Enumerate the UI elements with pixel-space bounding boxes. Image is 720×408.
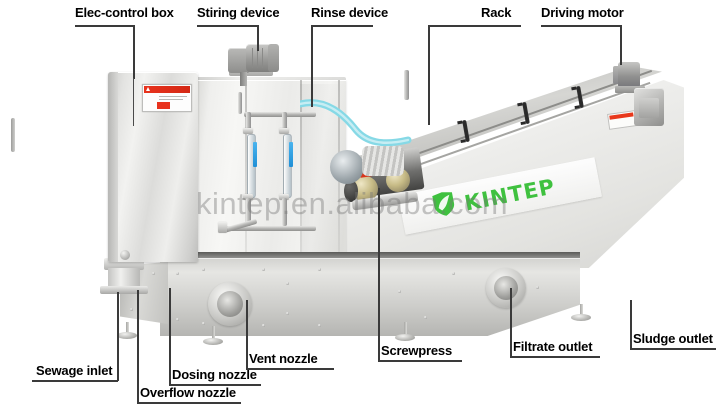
leader-rinse-device [311,25,313,107]
driving-motor-cap [613,66,620,84]
sewage-inlet-flange-bottom [100,286,148,294]
label-elec-control-box: Elec-control box [75,5,174,20]
control-box-latch [120,250,130,260]
underline-stiring-device [197,25,258,27]
leader-sludge-outlet [630,300,632,349]
leaf-shield-icon [430,189,459,219]
underline-sewage-inlet [32,380,118,382]
pipe-bottom-header [222,226,316,231]
leader-sewage-inlet [117,292,119,381]
leader-elec-control-box [133,25,135,79]
leader-vent-nozzle [246,300,248,369]
warning-plate [142,84,192,112]
underline-rinse-device [311,25,373,27]
pipe-top-header [244,112,316,117]
stirring-shaft [240,72,247,86]
driving-motor-mount [615,86,645,93]
rinse-hose [300,99,412,147]
underline-elec-control-box [75,25,134,27]
tank-seam-1 [245,80,247,266]
sewage-inlet-neck [108,268,140,288]
leader-dosing-nozzle [169,288,171,385]
underline-filtrate-outlet [510,356,600,358]
label-dosing-nozzle: Dosing nozzle [172,367,257,382]
underline-overflow-nozzle [137,402,241,404]
underline-rack [428,25,521,27]
label-rack: Rack [481,5,512,20]
pipe-right-riser [282,112,287,132]
flow-marker-right [289,142,293,167]
label-rinse-device: Rinse device [311,5,389,20]
bellows-coupling [362,146,404,176]
screwpress-roller-dark [344,180,358,202]
stirring-gearbox [228,48,250,73]
underline-driving-motor [541,25,621,27]
watermark: kintep.en.alibaba.com [196,186,509,221]
label-stiring-device: Stiring device [197,5,280,20]
label-sludge-outlet: Sludge outlet [633,331,713,346]
leader-overflow-nozzle [137,290,139,403]
driving-motor-body [618,62,640,88]
underline-screwpress [378,360,462,362]
vent-nozzle-bore [217,291,243,317]
underline-dosing-nozzle [169,384,261,386]
label-screwpress: Screwpress [381,343,452,358]
tank-seam-2 [300,80,302,266]
stirring-motor-fan-cover [268,44,279,72]
flow-marker-left [253,142,257,167]
label-sewage-inlet: Sewage inlet [36,363,113,378]
screwpress-elbow [330,150,364,184]
pipe-left-riser [246,112,251,132]
label-vent-nozzle: Vent nozzle [249,351,318,366]
base-frame-top [160,252,580,262]
filtrate-outlet-bore [494,276,518,300]
label-driving-motor: Driving motor [541,5,624,20]
leader-driving-motor [620,25,622,65]
driving-motor-plate [639,98,659,118]
control-box-hinge [11,118,15,152]
leader-filtrate-outlet [510,288,512,357]
underline-sludge-outlet [630,348,716,350]
label-overflow-nozzle: Overflow nozzle [140,385,236,400]
flocculation-tank [196,80,346,266]
leader-stiring-device [257,25,259,51]
underline-vent-nozzle [246,368,334,370]
leader-rack [428,25,430,125]
leader-screwpress [378,188,380,361]
label-filtrate-outlet: Filtrate outlet [513,339,593,354]
